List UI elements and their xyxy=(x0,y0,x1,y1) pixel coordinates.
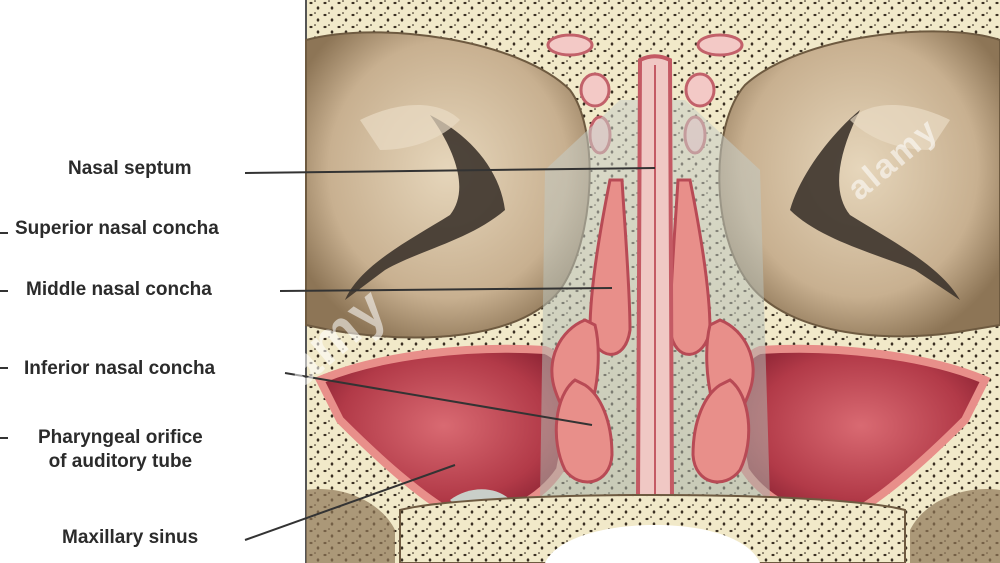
label-superior-nasal-concha: Superior nasal concha xyxy=(15,217,219,241)
label-maxillary-sinus: Maxillary sinus xyxy=(62,526,198,550)
label-inferior-nasal-concha: Inferior nasal concha xyxy=(24,357,215,381)
label-middle-nasal-concha: Middle nasal concha xyxy=(26,278,212,302)
label-nasal-septum: Nasal septum xyxy=(68,157,192,181)
label-pharyngeal-orifice: Pharyngeal orifice of auditory tube xyxy=(38,426,203,474)
label-pharyngeal-orifice-line2: of auditory tube xyxy=(38,450,203,474)
label-pharyngeal-orifice-line1: Pharyngeal orifice xyxy=(38,426,203,450)
nasal-septum-structure xyxy=(638,56,672,504)
